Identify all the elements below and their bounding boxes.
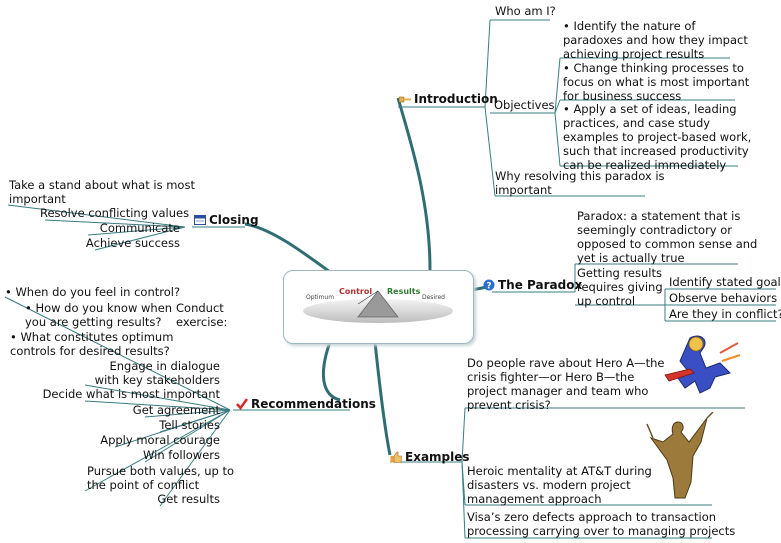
calendar-icon	[194, 214, 206, 226]
topic-paradox[interactable]: ? The Paradox	[483, 278, 582, 292]
get-agreement[interactable]: Get agreement	[132, 403, 220, 417]
branch-examples	[373, 341, 392, 456]
win-followers[interactable]: Win followers	[143, 448, 220, 462]
paradox-label: The Paradox	[498, 278, 583, 292]
get-results[interactable]: Get results	[157, 492, 220, 506]
results-label: Results	[387, 287, 421, 296]
svg-text:?: ?	[486, 282, 491, 292]
triangle-diagram	[303, 290, 453, 323]
recommendations-label: Recommendations	[251, 397, 376, 411]
control-label: Control	[339, 287, 373, 296]
communicate[interactable]: Communicate	[99, 221, 180, 235]
introduction-label: Introduction	[414, 92, 498, 106]
angel-statue-illustration	[646, 412, 714, 499]
branch-closing	[244, 222, 331, 274]
question-control[interactable]: • When do you feel in control?	[5, 285, 181, 299]
tell-stories[interactable]: Tell stories	[159, 418, 220, 432]
desired-label: Desired	[422, 294, 445, 301]
checkmark-icon	[236, 398, 249, 411]
in-conflict[interactable]: Are they in conflict?	[669, 307, 781, 321]
central-topic-image[interactable]: Control Results Optimum Desired	[283, 270, 474, 344]
achieve-success[interactable]: Achieve success	[85, 236, 180, 250]
apply-courage[interactable]: Apply moral courage	[100, 433, 220, 447]
thumbs-up-icon	[390, 451, 402, 463]
examples-label: Examples	[405, 450, 470, 464]
identify-goals[interactable]: Identify stated goals	[669, 275, 781, 289]
branch-introduction	[396, 97, 432, 271]
resolve-values[interactable]: Resolve conflicting values	[40, 206, 190, 220]
topic-recommendations[interactable]: Recommendations	[236, 397, 376, 411]
objectives[interactable]: Objectives	[494, 98, 555, 112]
key-icon	[398, 93, 411, 105]
hero-guitar-illustration	[664, 335, 741, 394]
topic-examples[interactable]: Examples	[390, 450, 470, 464]
topic-closing[interactable]: Closing	[194, 213, 259, 227]
who-am-i[interactable]: Who am I?	[495, 4, 556, 18]
closing-label: Closing	[209, 213, 259, 227]
topic-introduction[interactable]: Introduction	[398, 92, 498, 106]
question-icon: ?	[483, 279, 495, 292]
visa-example[interactable]: Visa’s zero defects approach to transact…	[467, 510, 736, 538]
observe-behaviors[interactable]: Observe behaviors	[669, 291, 778, 305]
optimum-label: Optimum	[306, 294, 335, 301]
branch-recommendations	[321, 341, 341, 402]
decide-important[interactable]: Decide what is most important	[42, 387, 220, 401]
triangle-shape	[357, 290, 399, 318]
